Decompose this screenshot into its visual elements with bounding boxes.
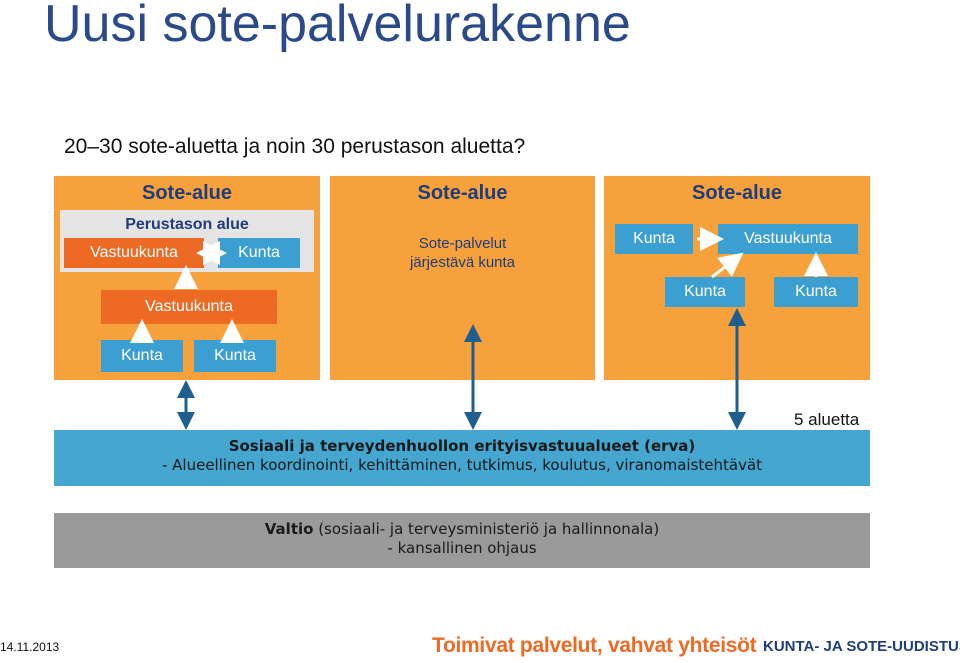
valtio-title: Valtio: [264, 520, 314, 538]
erva-description: - Alueellinen koordinointi, kehittäminen…: [161, 456, 763, 474]
right-kunta-mid-box: Kunta: [665, 277, 745, 307]
footer-brand: KUNTA- JA SOTE-UUDISTUS: [763, 638, 960, 655]
middle-panel-text-line2: järjestävä kunta: [409, 254, 516, 271]
middle-panel-title: Sote-alue: [417, 182, 508, 204]
left-panel-title: Sote-alue: [141, 182, 233, 204]
middle-panel-text-line1: Sote-palvelut: [418, 235, 507, 252]
valtio-bar: Valtio (sosiaali- ja terveysministeriö j…: [54, 513, 870, 568]
middle-sote-panel: [330, 176, 595, 380]
page-title: Uusi sote-palvelurakenne: [44, 0, 631, 53]
right-vastuukunta-box: Vastuukunta: [718, 224, 858, 254]
right-kunta-right-box: Kunta: [774, 277, 858, 307]
left-kunta-box-1: Kunta: [101, 340, 183, 372]
right-panel-title: Sote-alue: [691, 182, 783, 204]
valtio-subtitle: (sosiaali- ja terveysministeriö ja halli…: [313, 520, 660, 538]
erva-title: Sosiaali ja terveydenhuollon erityisvast…: [228, 437, 696, 455]
valtio-description: - kansallinen ohjaus: [387, 539, 537, 557]
footer-slogan: Toimivat palvelut, vahvat yhteisöt: [432, 634, 757, 657]
valtio-line1: Valtio (sosiaali- ja terveysministeriö j…: [54, 520, 870, 539]
left-vastuukunta-box: Vastuukunta: [101, 290, 277, 324]
arrow-right-kunta-mid-diag: [711, 252, 744, 279]
perustaso-kunta-box: Kunta: [218, 238, 300, 268]
perustaso-vastuukunta-box: Vastuukunta: [64, 238, 204, 268]
left-kunta-box-2: Kunta: [194, 340, 276, 372]
aluetta-count-label: 5 aluetta: [794, 410, 860, 429]
perustason-alue-title: Perustason alue: [125, 216, 249, 233]
page-subtitle: 20–30 sote-aluetta ja noin 30 perustason…: [64, 135, 526, 158]
right-kunta-top-box: Kunta: [615, 224, 693, 254]
footer-date: 14.11.2013: [0, 640, 60, 654]
erva-bar: Sosiaali ja terveydenhuollon erityisvast…: [54, 430, 870, 486]
